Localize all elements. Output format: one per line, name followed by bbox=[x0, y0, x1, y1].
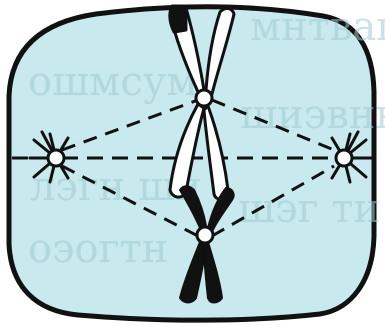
ghost-text-line: ошмсум bbox=[28, 59, 197, 105]
lower-centromere bbox=[197, 227, 213, 243]
ghost-text-line: оэогтн bbox=[28, 226, 168, 272]
ghost-text-line: шиэвнн bbox=[240, 92, 385, 138]
upper-centromere bbox=[196, 90, 212, 106]
ghost-text-line: мнтваг bbox=[250, 4, 385, 50]
